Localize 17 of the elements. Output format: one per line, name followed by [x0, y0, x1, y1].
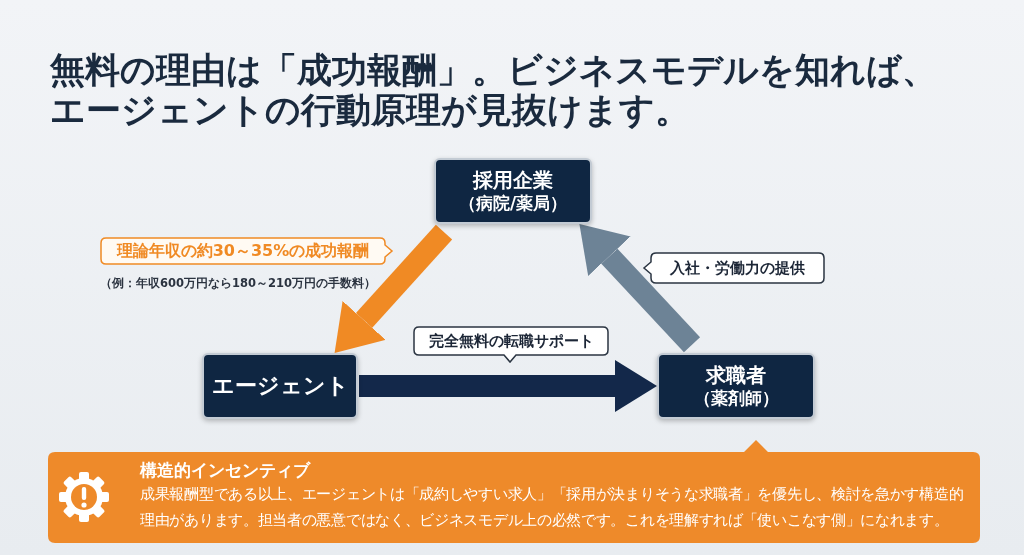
edge-label: 完全無料の転職サポート [413, 326, 609, 364]
title: 無料の理由は「成功報酬」。ビジネスモデルを知れば、エージェントの行動原理が見抜けます。 [50, 50, 938, 130]
node-subheading: （病院/薬局） [458, 192, 568, 214]
edge-label: 入社・労働力の提供 [642, 252, 825, 284]
panel-text: 成果報酬型である以上、エージェントは「成約しやすい求人」「採用が決まりそうな求職者」を優先し、検討を急かす構造的理由があります。担当者の悪意ではなく、ビジネスモデル上の必然です。これを理解すれば「使いこなす側」になれます。 [140, 484, 965, 530]
note-text: （例：年収600万円なら180～210万円の手数料） [100, 276, 376, 291]
node-heading: 採用企業 [473, 168, 553, 192]
entity-box [434, 158, 592, 224]
callout-panel [48, 440, 980, 543]
arrow [359, 360, 657, 412]
entity-box: エージェント [202, 353, 358, 419]
panel-heading: 構造的インセンティブ [140, 460, 310, 480]
entity-box [657, 353, 815, 419]
edge-label: 理論年収の約30～35%の成功報酬 [100, 237, 394, 265]
node-subheading: （薬剤師） [693, 387, 779, 409]
arrow [334, 224, 453, 354]
node-heading: 求職者 [706, 363, 766, 387]
